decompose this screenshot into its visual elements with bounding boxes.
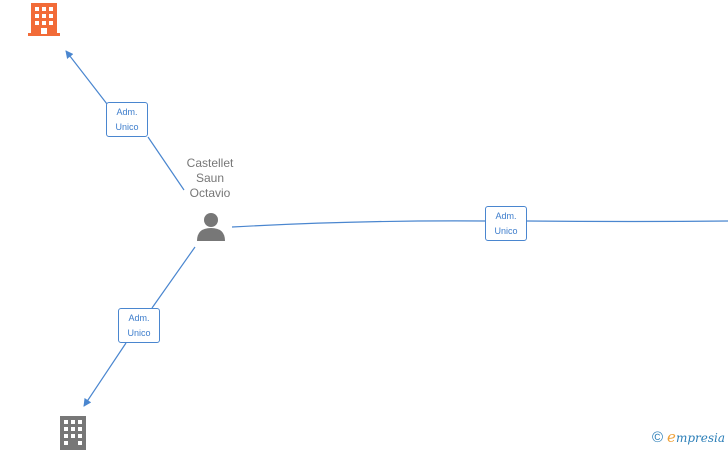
relation-label-top-line2: Unico [115,122,139,132]
relation-label-top-line1: Adm. [116,107,138,117]
copyright-brand: © empresia [652,428,725,446]
relation-label-top[interactable]: Adm. Unico [106,102,148,137]
relation-label-bottom-line1: Adm. [128,313,150,323]
person-name-line-3: Octavio [189,186,231,200]
relation-label-right-line1: Adm. [495,211,517,221]
brand-logo-e: e [667,428,676,446]
brand-logo: empresia [667,428,725,446]
company-top-building-icon[interactable] [28,3,60,36]
brand-logo-text: mpresia [675,431,725,445]
edge-to-company-right [231,220,728,228]
person-name[interactable]: Castellet Saun Octavio [176,156,244,201]
relation-label-right-line2: Unico [494,226,518,236]
edge-to-company-top [66,51,185,191]
copyright-symbol: © [651,428,664,446]
relation-label-bottom[interactable]: Adm. Unico [118,308,160,343]
person-name-line-1: Castellet [186,156,234,170]
person-name-line-2: Saun [195,171,225,185]
relation-label-right[interactable]: Adm. Unico [485,206,527,241]
edge-to-company-bottom [84,246,196,406]
person-icon[interactable] [196,211,226,241]
relation-label-bottom-line2: Unico [127,328,151,338]
company-bottom-building-icon[interactable] [57,416,89,450]
